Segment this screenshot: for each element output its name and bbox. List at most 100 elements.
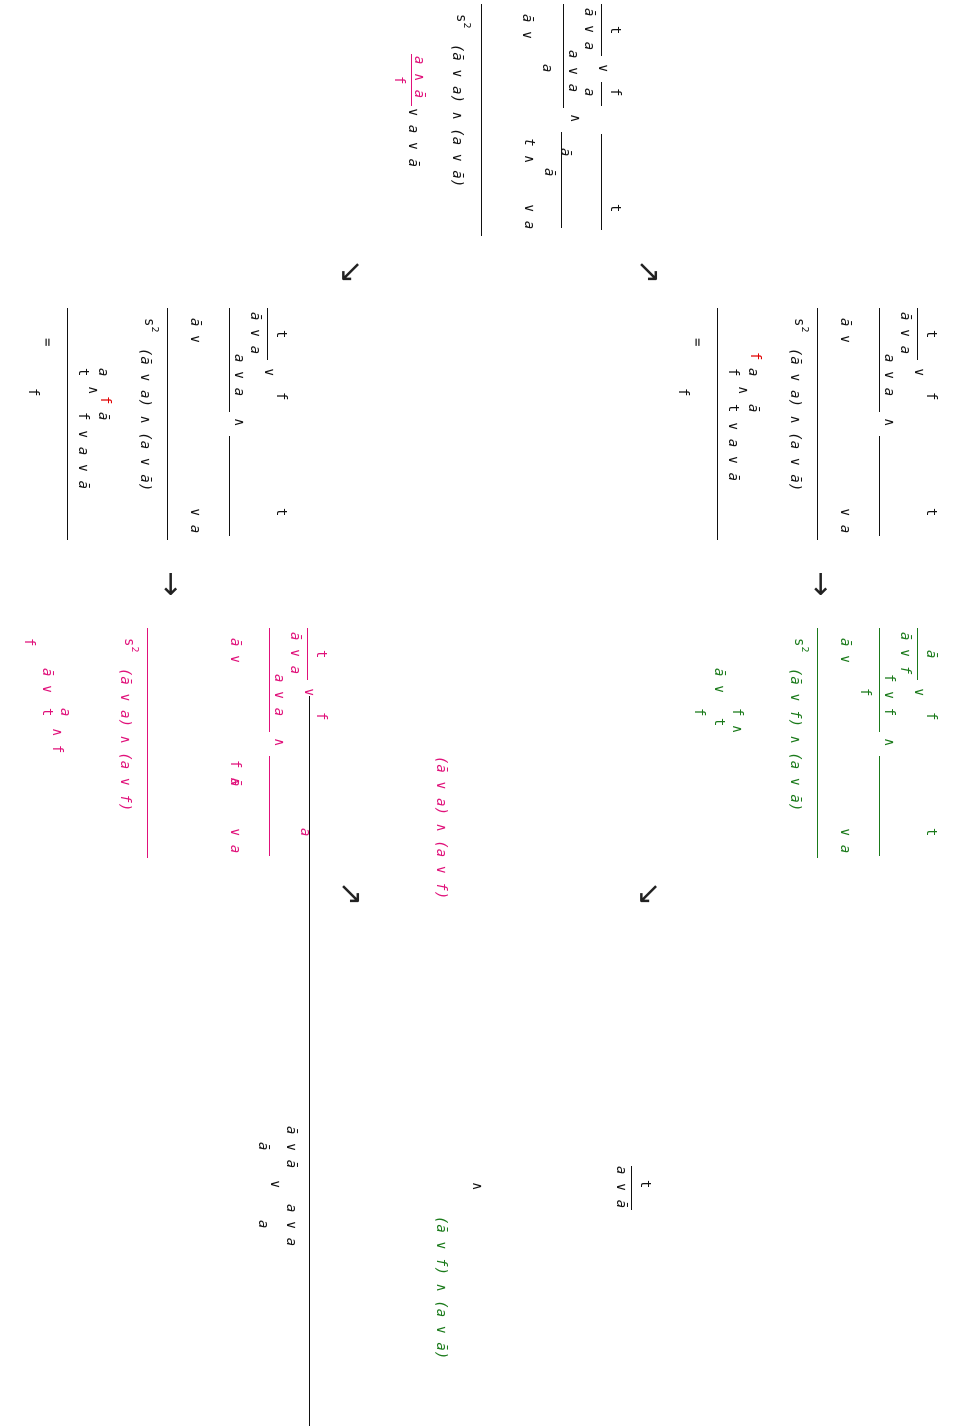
equals: =: [39, 338, 55, 347]
tail: ∨ a: [837, 508, 853, 534]
outer-numerator-1: ā ∨ ā: [283, 1126, 299, 1169]
f-symbol: f: [857, 688, 873, 697]
rule-line: [562, 4, 564, 108]
result-tail: ∨ a ∨ ā: [725, 422, 741, 482]
f-symbol: f: [607, 88, 623, 97]
rule-line: [266, 308, 268, 360]
rule-line: [600, 82, 602, 106]
t-symbol: t: [273, 330, 289, 339]
outer-denominator-1: ā: [255, 1142, 271, 1151]
derivation-lower-right: s2 (ā ∨ f) ∧ (a ∨ ā) ā ā ∨ f ∨ f f ∨ f f…: [690, 628, 940, 858]
arrow-top-to-right: ↘: [636, 254, 662, 289]
s2-label: s2: [453, 14, 472, 29]
or-symbol: ∨: [911, 368, 927, 377]
and-symbol: ∧: [231, 418, 247, 427]
result: f: [675, 388, 691, 397]
frac-numerator: a: [57, 708, 73, 717]
arrow-top-to-left: ↙: [338, 254, 364, 289]
lead-formula: ā ∨: [39, 668, 55, 694]
formula: ā ∨ a: [247, 312, 263, 355]
tail: ∨ a: [187, 508, 203, 534]
s2-label: s2: [791, 318, 810, 333]
lead-formula: ā ∨: [519, 14, 535, 40]
and-symbol: ∧: [881, 738, 897, 747]
a-symbol: a: [581, 88, 597, 97]
tail: ∨ a: [521, 204, 537, 230]
and-symbol: ∧: [567, 114, 583, 123]
frac-numerator: a: [745, 368, 761, 377]
outer-denominator-2: a: [255, 1220, 271, 1229]
frac-denominator: f: [725, 368, 741, 377]
lead-formula: ā ∨: [187, 318, 203, 344]
rule-line: [878, 628, 880, 732]
or-symbol: ∨: [261, 368, 277, 377]
frac-denominator: t: [39, 708, 55, 717]
outer-numerator-2: a ∨ a: [283, 1204, 299, 1247]
t-symbol: t: [923, 330, 939, 339]
arrow-left-to-bottom: ↘: [338, 876, 364, 911]
result: f: [25, 388, 41, 397]
result: f: [691, 708, 707, 717]
join-symbol: ∧: [469, 1182, 485, 1191]
rule-line: [228, 436, 230, 536]
tail-denominator: a ∨ ā: [613, 1166, 629, 1209]
marker: f: [97, 396, 113, 405]
tail: ∨ a: [837, 828, 853, 854]
rule-line: [878, 756, 880, 856]
rule-line: [816, 628, 818, 858]
and-symbol: ∧: [735, 386, 751, 395]
and-symbol: ∧: [881, 418, 897, 427]
rule-line: [630, 1166, 632, 1210]
rule-line: [916, 308, 918, 360]
formula: ā ∨ a: [581, 8, 597, 51]
rule-line: [600, 134, 602, 230]
derivation-top: (ā ∨ a) ∧ (a ∨ ā) s2 t ā ∨ a ∨ f a a ∨ a…: [380, 4, 640, 239]
abar-symbol: ā: [923, 650, 939, 659]
result-tail: ∨ a ∨ ā: [75, 430, 91, 490]
main-formula: (ā ∨ f) ∧ (a ∨ ā): [787, 668, 803, 812]
abar-symbol: ā: [541, 168, 557, 177]
rule-line: [66, 308, 68, 540]
rule-line: [308, 696, 310, 1426]
or-symbol: ∨: [595, 64, 611, 73]
result: f: [21, 638, 37, 647]
t-symbol: t: [273, 508, 289, 517]
formula: f ∨ f: [881, 674, 897, 717]
equals: =: [689, 338, 705, 347]
left-main-formula: (ā ∨ a) ∧ (a ∨ f): [433, 756, 449, 900]
inner-and: f ∧: [729, 708, 745, 734]
frac-numerator: a: [95, 368, 111, 377]
or-symbol: ∨: [911, 688, 927, 697]
t-symbol: t: [607, 204, 623, 213]
s2-label: s2: [791, 638, 810, 653]
rule-line: [146, 628, 148, 858]
t-symbol: t: [313, 650, 329, 659]
arrow-left-down: ↓: [158, 568, 184, 603]
right-main-formula: (ā ∨ f) ∧ (a ∨ ā): [433, 1216, 449, 1360]
formula: ā ∨ a: [287, 632, 303, 675]
f-symbol: f: [923, 392, 939, 401]
result-tail: ∨ a ∨ ā: [405, 108, 421, 168]
formula: ā ∨ a: [897, 312, 913, 355]
rule-line: [228, 308, 230, 412]
f-symbol: f: [273, 392, 289, 401]
t-symbol: t: [607, 26, 623, 35]
result-numerator: a ∧ ā: [411, 56, 427, 99]
main-formula: (ā ∨ a) ∧ (a ∨ ā): [787, 348, 803, 492]
lead-formula: ā ∨: [711, 668, 727, 694]
derivation-middle-left: s2 (ā ∨ a) ∧ (a ∨ ā) t ā ∨ a ∨ f a ∨ a ā…: [20, 308, 290, 543]
and-symbol: ∧ f: [49, 728, 65, 754]
lead-formula: ā ∨: [837, 638, 853, 664]
rule-line: [716, 308, 718, 540]
main-formula: (ā ∨ a) ∧ (a ∨ ā): [137, 348, 153, 492]
s2-label: s2: [121, 638, 140, 653]
rule-line: [480, 4, 482, 236]
t-symbol: t: [923, 508, 939, 517]
t-symbol: t: [923, 828, 939, 837]
rule-line: [166, 308, 168, 540]
and-symbol: ∧: [85, 386, 101, 395]
derivation-bottom: (ā ∨ a) ∧ (a ∨ f) (ā ∨ f) ∧ (a ∨ ā) ∧ t …: [242, 696, 662, 1428]
tail-numerator: t: [637, 1180, 653, 1189]
derivation-middle-right: s2 (ā ∨ a) ∧ (a ∨ ā) t ā ∨ a ∨ f a ∨ a ā…: [670, 308, 940, 543]
main-formula: (ā ∨ a) ∧ (a ∨ f): [117, 668, 133, 812]
